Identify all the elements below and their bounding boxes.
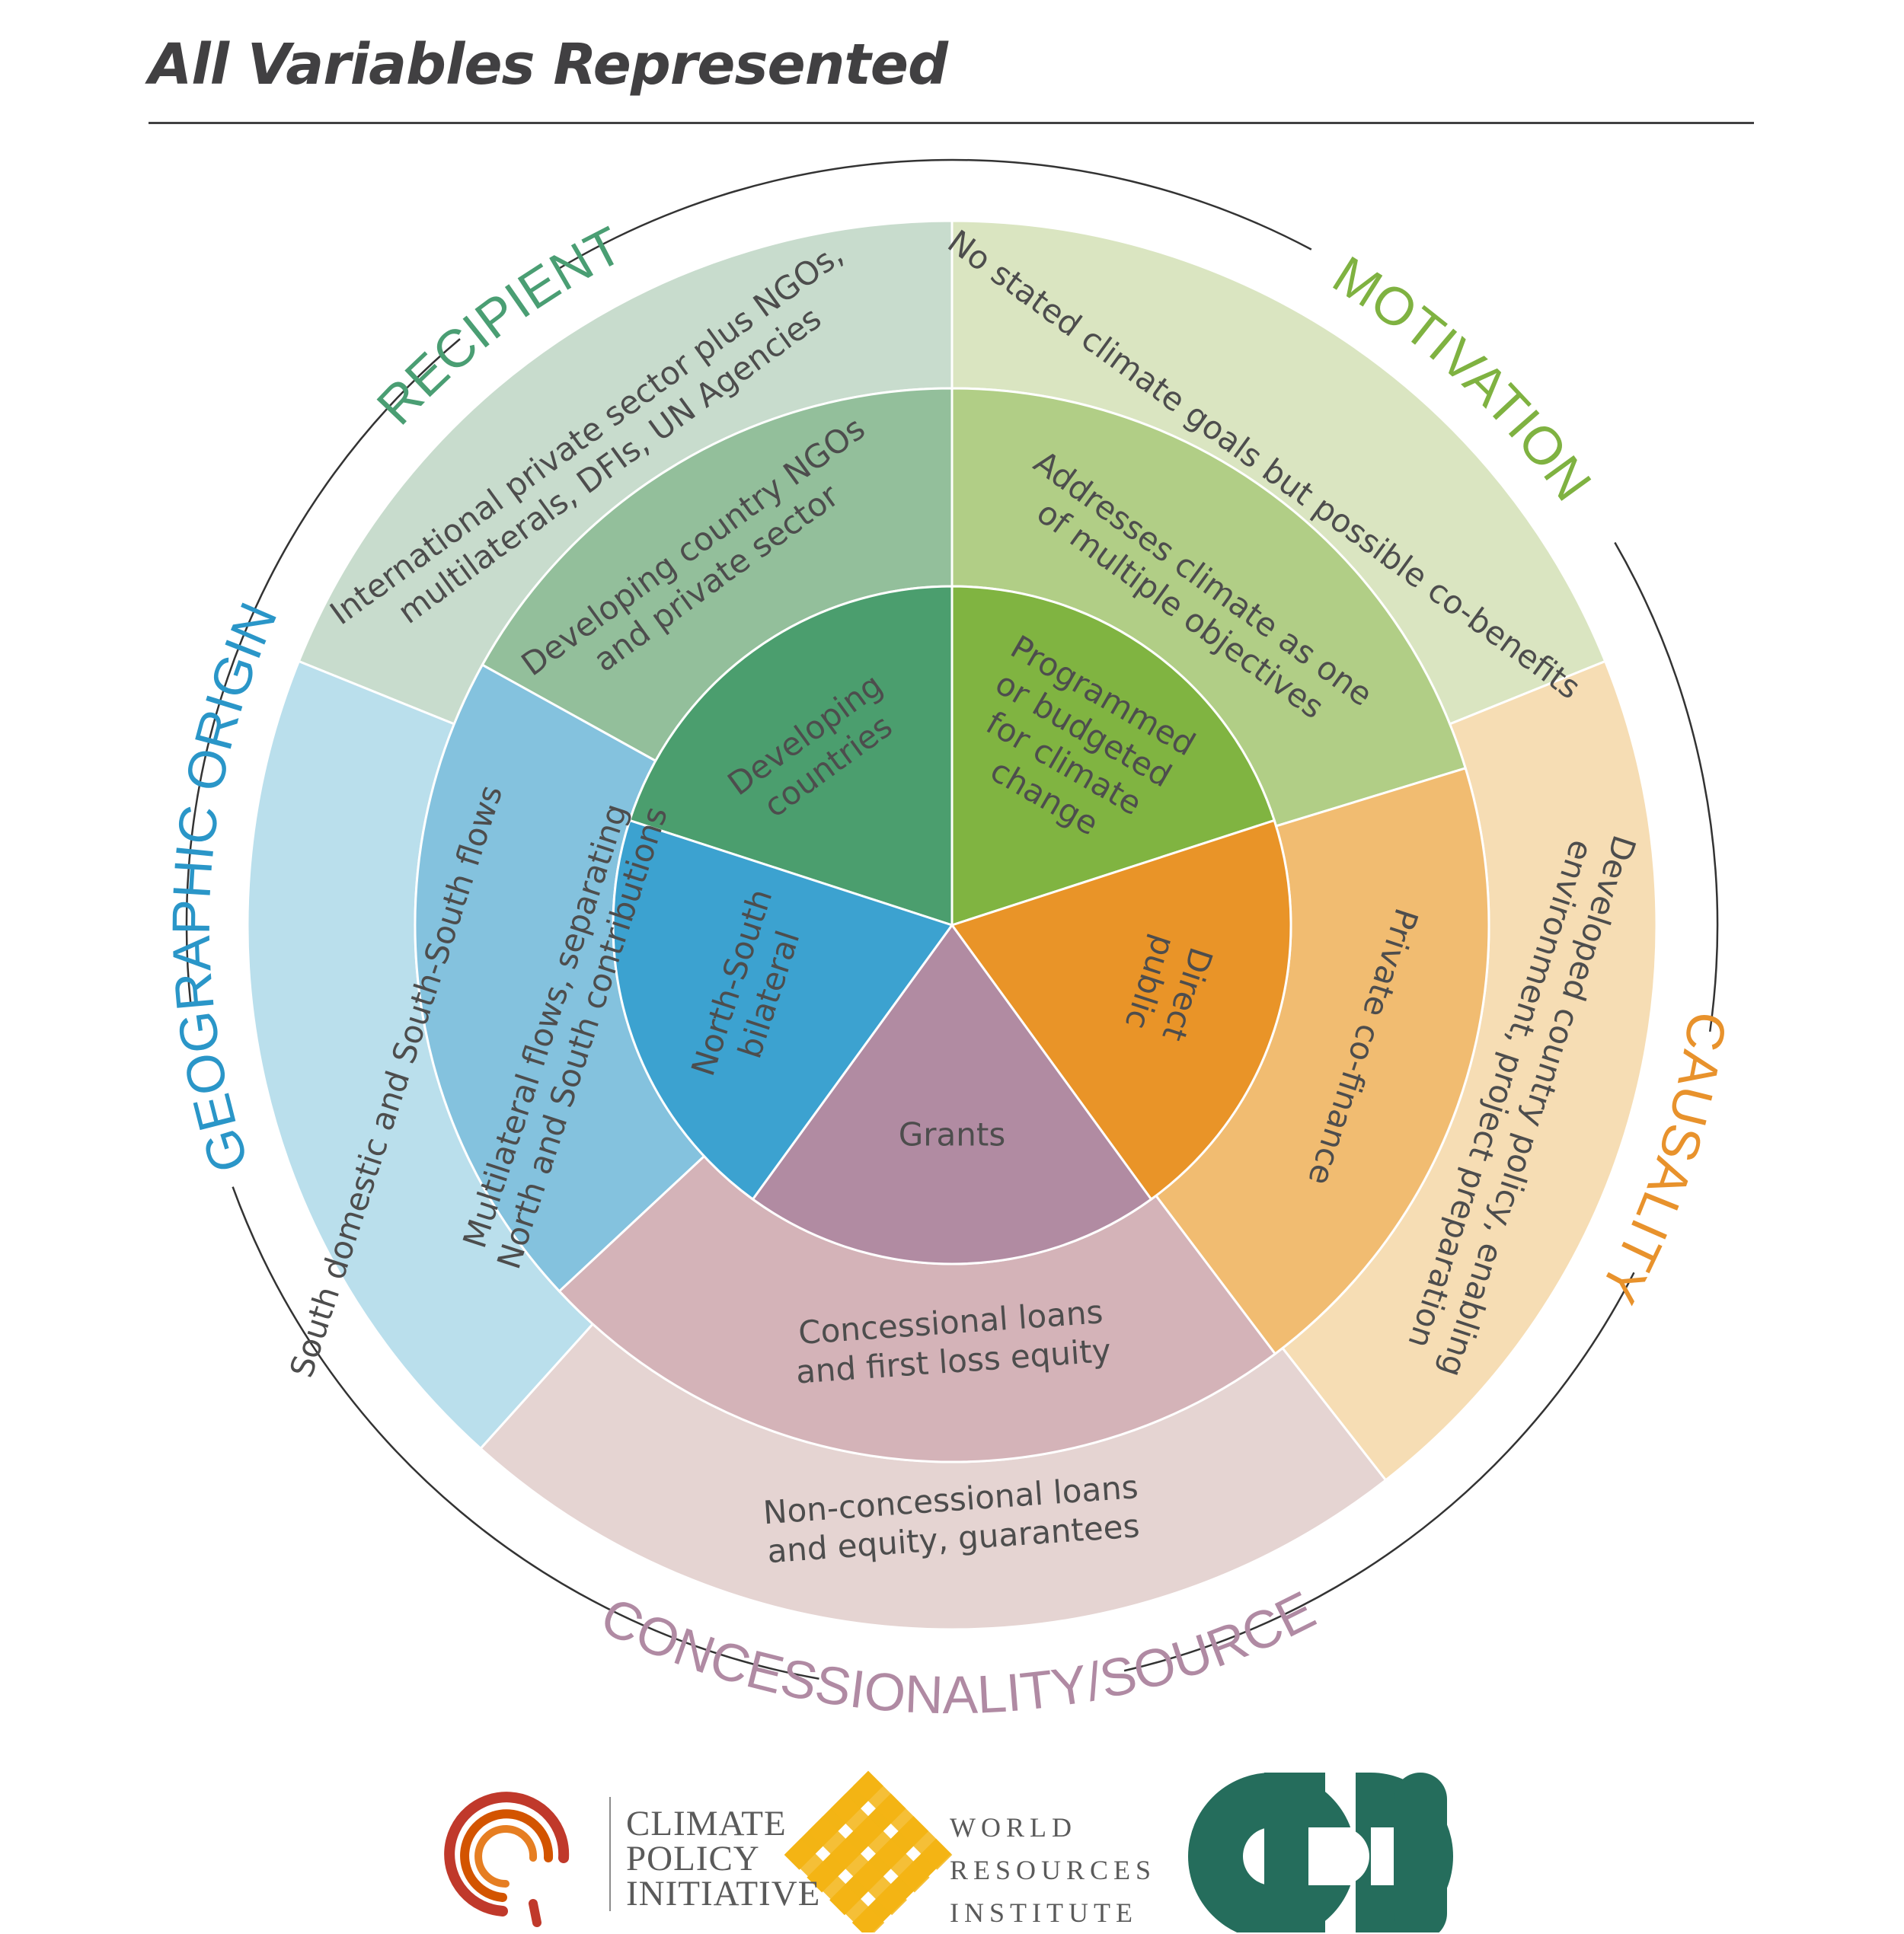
page-title: All Variables Represented (149, 32, 948, 97)
outer-arcs (185, 158, 1719, 1680)
recipient-inner-segment (628, 585, 954, 927)
concessionality-inner-label-line: Grants (899, 1116, 1006, 1154)
cpi-logo-divider (609, 1797, 611, 1911)
title-rule (149, 122, 1754, 124)
outer-ring-arc-2 (1614, 541, 1719, 1032)
outer-ring-arc-3 (1123, 1272, 1635, 1672)
causality-inner-segment (950, 819, 1292, 1202)
wheel-rings (246, 219, 1658, 1631)
cpi-logo-text: CLIMATE POLICY INITIATIVE (626, 1804, 821, 1913)
outer-ring-arc-4 (232, 1186, 819, 1680)
outer-ring-arc-5 (185, 338, 461, 1006)
wri-logo-mark (784, 1770, 953, 1932)
odi-logo (1188, 1773, 1453, 1932)
cpi-logo-mark (444, 1792, 570, 1927)
motivation-inner-segment (950, 585, 1276, 927)
wri-logo-text: WORLD RESOURCES INSTITUTE (950, 1812, 1157, 1928)
geographic-inner-segment (612, 819, 954, 1202)
concessionality-inner-segment (751, 923, 1153, 1265)
outer-ring-arc-1 (557, 158, 1312, 270)
concessionality-inner-label: Grants (899, 1116, 1006, 1154)
